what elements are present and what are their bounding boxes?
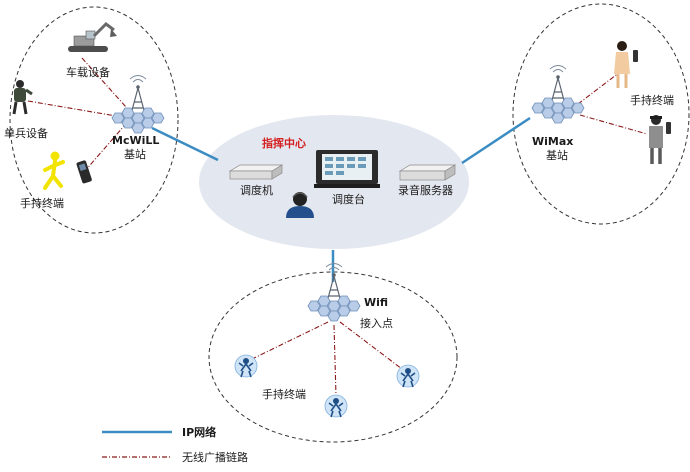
soldier-device-label: 单兵设备 — [4, 126, 48, 140]
officer-handheld-icon — [649, 115, 671, 164]
woman-handheld-icon — [614, 41, 638, 88]
ip-link-wimax — [461, 116, 531, 165]
dispatcher-label: 调度机 — [240, 183, 273, 197]
wifi-handheld-label: 手持终端 — [262, 387, 306, 401]
mcwill-base-suffix: 基站 — [124, 147, 146, 161]
wifi-user-icon — [234, 354, 258, 378]
dispatcher-icon — [228, 164, 284, 180]
mcwill-base-station-icon — [111, 74, 165, 134]
wifi-zone — [208, 271, 458, 443]
wimax-zone — [512, 3, 690, 225]
mcwill-handheld-label: 手持终端 — [20, 196, 64, 210]
wireless-links — [27, 57, 648, 397]
wimax-base-suffix: 基站 — [546, 148, 568, 162]
legend-ip-label: IP网络 — [182, 425, 216, 439]
ip-link-mcwill — [151, 126, 219, 162]
mobile-phone-icon — [76, 160, 92, 184]
mcwill-base-name: McWiLL — [112, 134, 159, 147]
wifi-base-name: Wifi — [364, 296, 388, 309]
center-title: 指挥中心 — [262, 136, 306, 150]
wifi-base-suffix: 接入点 — [360, 317, 393, 330]
recording-server-icon — [398, 164, 457, 181]
wimax-handheld-label: 手持终端 — [630, 93, 674, 107]
legend-wireless-label: 无线广播链路 — [182, 450, 248, 464]
vehicle-device-label: 车载设备 — [66, 65, 110, 79]
operator-icon — [286, 192, 314, 218]
runner-icon — [43, 151, 65, 190]
console-label: 调度台 — [332, 192, 365, 206]
soldier-icon — [12, 80, 33, 115]
wifi-user-icon — [324, 394, 348, 418]
wimax-base-name: WiMax — [532, 135, 573, 148]
wifi-user-icon — [396, 364, 420, 388]
wimax-base-station-icon — [531, 64, 585, 124]
mcwill-zone — [9, 6, 179, 234]
console-monitor-icon — [314, 150, 380, 188]
excavator-icon — [68, 22, 117, 52]
recorder-label: 录音服务器 — [398, 183, 453, 197]
